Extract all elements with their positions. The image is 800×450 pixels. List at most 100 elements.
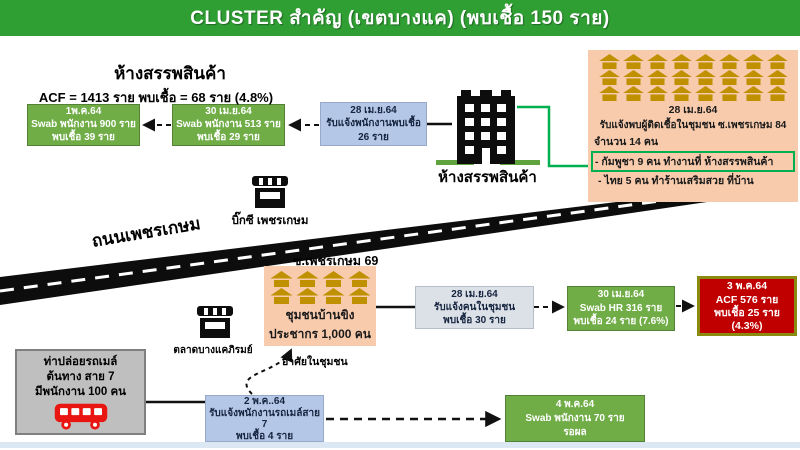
house-icon [296,271,318,287]
house-icon [622,70,644,85]
house-icon [718,86,740,101]
house-icon [598,86,620,101]
house-icon [766,54,788,69]
house-icon [270,271,292,287]
mall-heading: ห้างสรรพสินค้า [114,64,226,83]
house-icon [598,70,620,85]
bus-icon [54,403,107,430]
house-icon [670,54,692,69]
house-icon [742,70,764,85]
community-84-cambodia-highlight: - กัมพูชา 9 คน ทำงานที่ ห้างสรรพสินค้า [591,151,795,172]
page-title: CLUSTER สำคัญ (เขตบางแค) (พบเชื้อ 150 รา… [190,8,610,29]
box-line: รอผล [563,426,587,438]
box-line: 3 พ.ค.64 [726,280,768,293]
road-centerline [0,188,741,293]
box-line: 30 เม.ย.64 [597,289,645,301]
house-row [264,288,376,304]
box-line: พบเชื้อ 24 ราย (7.6%) [573,316,669,328]
lives-in-community-label: อาศัยในชุมชน [282,356,348,368]
house-icon [694,86,716,101]
box-line: ต้นทาง สาย 7 [46,371,115,384]
house-icon [348,271,370,287]
house-icon [766,86,788,101]
header-bar: CLUSTER สำคัญ (เขตบางแค) (พบเชื้อ 150 รา… [0,0,800,36]
community-84-count-line: จำนวน 14 คน [594,136,659,148]
baan-khing-population: ประชากร 1,000 คน [268,327,372,341]
house-icon [742,54,764,69]
house-cluster [264,271,376,304]
house-row [264,271,376,287]
bus-depot-box: ท่าปล่อยรถเมล์ ต้นทาง สาย 7 มีพนักงาน 10… [15,349,146,435]
box-line: พบเชื้อ 29 ราย [197,132,260,144]
house-icon [646,86,668,101]
house-icon [766,70,788,85]
house-icon [322,271,344,287]
box-line: พบเชื้อ 30 ราย [443,314,506,326]
baan-khing-panel: ชุมชนบ้านขิง ประชากร 1,000 คน [264,266,376,346]
box-line: 4 พ.ค.64 [555,398,595,410]
community-84-date: 28 เม.ย.64 [668,104,718,116]
community-84-report-line: รับแจ้งพบผู้ติดเชื้อในชุมชน ซ.เพชรเกษม 8… [599,120,787,131]
footer-strip [0,442,800,448]
box-line: รับแจ้งพนักงานรถเมล์สาย 7 [209,407,320,431]
box-line: พบเชื้อ 39 ราย [52,132,115,144]
house-icon [322,288,344,304]
house-icon [622,86,644,101]
box-line: 26 ราย [358,131,389,143]
soi69-label: ซ.เพชรเกษม 69 [293,254,379,268]
mall-swab-apr30-box: 30 เม.ย.64 Swab พนักงาน 513 ราย พบเชื้อ … [172,104,285,146]
box-line: 2 พ.ค..64 [243,396,286,407]
building-ground-right [500,160,540,165]
baan-khing-name: ชุมชนบ้านขิง [285,308,355,322]
box-line: Swab พนักงาน 513 ราย [176,119,281,131]
box-line: ท่าปล่อยรถเมล์ [43,356,118,369]
bigc-store-icon [252,176,288,208]
house-icon [694,70,716,85]
house-icon [296,288,318,304]
box-line: พบเชื้อ 4 ราย [235,430,294,442]
box-line: ACF 576 ราย [715,293,779,306]
market-label: ตลาดบางแคภิรมย์ [173,345,253,356]
market-icon [197,306,233,338]
bigc-label: บิ๊กซี เพชรเกษม [231,215,309,227]
house-icon [270,288,292,304]
house-row [588,70,798,85]
box-line: Swab พนักงาน 70 ราย [525,412,625,424]
house-icon [694,54,716,69]
house-icon [742,86,764,101]
building-label: ห้างสรรพสินค้า [438,169,537,186]
building-ground-left [436,160,474,165]
box-line: มีพนักงาน 100 คน [34,385,127,398]
mall-report-box: 28 เม.ย.64 รับแจ้งพนักงานพบเชื้อ 26 ราย [320,102,427,146]
house-icon [598,54,620,69]
house-icon [718,70,740,85]
box-line: 28 เม.ย.64 [451,288,498,300]
box-line: Swab พนักงาน 900 ราย [31,119,136,131]
box-line: รับแจ้งพนักงานพบเชื้อ [326,118,421,130]
mid-swab-hr-box: 30 เม.ย.64 Swab HR 316 ราย พบเชื้อ 24 รา… [567,286,675,331]
mall-acf-summary: ACF = 1413 ราย พบเชื้อ = 68 ราย (4.8%) [38,90,274,105]
box-line: 30 เม.ย.64 [205,106,252,118]
house-icon [646,54,668,69]
community-84-thai-line: - ไทย 5 คน ทำร้านเสริมสวย ที่บ้าน [598,175,754,187]
box-line: 28 เม.ย.64 [350,104,397,116]
house-icon [718,54,740,69]
box-line: Swab HR 316 ราย [579,302,663,314]
house-icon [670,70,692,85]
box-line: รับแจ้งคนในชุมชน [433,301,516,313]
mid-report-box: 28 เม.ย.64 รับแจ้งคนในชุมชน พบเชื้อ 30 ร… [415,286,534,329]
bottom-swab-box: 4 พ.ค.64 Swab พนักงาน 70 ราย รอผล [505,395,645,442]
house-icon [670,86,692,101]
house-row [588,54,798,69]
road [0,186,748,305]
mid-acf-box: 3 พ.ค.64 ACF 576 ราย พบเชื้อ 25 ราย (4.3… [697,276,797,336]
department-store-icon [457,90,515,164]
green-connector-building-to-community [517,105,588,168]
house-row [588,86,798,101]
box-line: 1พ.ค.64 [65,106,102,118]
mall-swab-may1-box: 1พ.ค.64 Swab พนักงาน 900 ราย พบเชื้อ 39 … [27,104,140,146]
house-cluster [588,54,798,101]
bottom-report-box: 2 พ.ค..64 รับแจ้งพนักงานรถเมล์สาย 7 พบเช… [205,395,324,442]
